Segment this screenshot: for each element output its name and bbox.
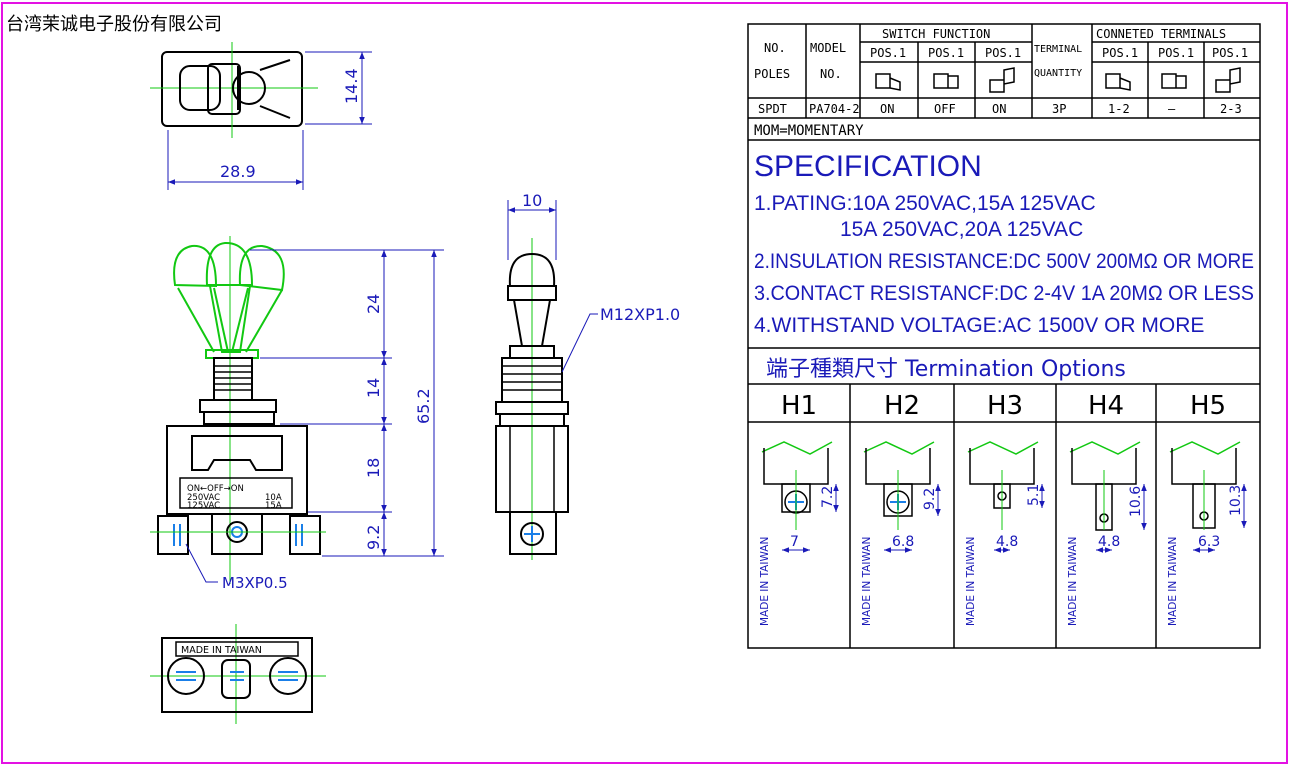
dim-9-2: 9.2 [364, 525, 383, 550]
row-conn1: 1-2 [1108, 102, 1130, 116]
spec-1b: 15A 250VAC,20A 125VAC [840, 218, 1083, 241]
row-model: PA704-2 [809, 102, 860, 116]
row-poles: SPDT [758, 102, 787, 116]
termination-option-h3: H3 5.1 4.8 MADE IN TAIWAN [965, 391, 1045, 626]
body-label-v1: 250VAC [187, 493, 220, 503]
made-in-taiwan-label: MADE IN TAIWAN [759, 537, 771, 626]
hdr-model-no: NO. [820, 67, 842, 81]
dim-28-9: 28.9 [167, 130, 304, 190]
row-pos2: OFF [934, 102, 956, 116]
company-name: 台湾茉诚电子股份有限公司 [6, 14, 222, 35]
dim-18: 18 [364, 458, 383, 478]
spec-text: SPECIFICATION 1.PATING:10A 250VAC,15A 12… [754, 150, 1254, 382]
spec-table [747, 23, 1261, 649]
dim-10-label: 10 [522, 191, 542, 210]
width-dim-label: 4.8 [996, 534, 1018, 550]
pos-1e: POS.1 [1158, 46, 1194, 60]
termination-option-h5: H5 10.3 6.3 MADE IN TAIWAN [1167, 391, 1247, 626]
terminal-outline [761, 441, 833, 455]
hdr-poles: POLES [754, 67, 790, 81]
option-name: H4 [1088, 391, 1124, 421]
pos-1f: POS.1 [1212, 46, 1248, 60]
height-dim-label: 10.6 [1128, 486, 1144, 517]
hdr-terminal: TERMINAL [1034, 44, 1082, 55]
terminal-outline [967, 441, 1039, 455]
row-pos1: ON [880, 102, 894, 116]
pos-1a: POS.1 [870, 46, 906, 60]
spec-table-text: NO. POLES MODEL NO. SWITCH FUNCTION TERM… [754, 27, 1248, 139]
made-in-taiwan-label: MADE IN TAIWAN [1167, 537, 1179, 626]
body-label-position: ON←OFF→ON [187, 484, 244, 494]
dim-height-label: 14.4 [342, 68, 361, 104]
terminal-outline [1069, 441, 1141, 455]
height-dim-label: 10.3 [1228, 485, 1244, 516]
terminal-outline [863, 441, 935, 455]
row-conn3: 2-3 [1220, 102, 1242, 116]
body-label-a1: 10A [265, 493, 282, 503]
made-in-taiwan-label: MADE IN TAIWAN [861, 537, 873, 626]
spec-title: SPECIFICATION [754, 150, 982, 183]
pos-1b: POS.1 [928, 46, 964, 60]
option-name: H1 [781, 391, 817, 421]
dim-10: 10 M12XP1.0 [507, 191, 680, 373]
thread-term-label: M3XP0.5 [222, 574, 288, 592]
pos-1c: POS.1 [985, 46, 1021, 60]
hdr-connected-terminals: CONNETED TERMINALS [1096, 27, 1226, 41]
terminal-outline [1169, 441, 1241, 455]
thread-main-label: M12XP1.0 [600, 305, 680, 324]
label-m3: M3XP0.5 [185, 543, 288, 592]
width-dim-label: 4.8 [1098, 534, 1120, 550]
dim-24: 24 [364, 294, 383, 314]
termination-options: H1 7.2 7 MADE IN TAIWAN H2 9.2 6.8 MADE IN TAIW… [759, 391, 1247, 626]
option-name: H5 [1190, 391, 1226, 421]
height-dim-label: 9.2 [922, 488, 938, 510]
spec-1a: 1.PATING:10A 250VAC,15A 125VAC [754, 192, 1096, 215]
body-label-a2: 15A [265, 501, 282, 511]
height-dim-label: 5.1 [1026, 484, 1042, 506]
width-dim-label: 6.8 [892, 534, 914, 550]
row-terminal-qty: 3P [1052, 102, 1066, 116]
hdr-model: MODEL [810, 41, 846, 55]
pos-1d: POS.1 [1102, 46, 1138, 60]
hdr-quantity: QUANTITY [1034, 68, 1082, 79]
bottom-view: MADE IN TAIWAN [150, 624, 326, 724]
hdr-switch-function: SWITCH FUNCTION [882, 27, 990, 41]
made-in-taiwan-label: MADE IN TAIWAN [965, 537, 977, 626]
option-name: H3 [987, 391, 1023, 421]
termination-title: 端子種類尺寸 Termination Options [766, 357, 1126, 382]
spec-2: 2.INSULATION RESISTANCE:DC 500V 200MΩ OR… [754, 250, 1254, 273]
dim-14-4: 14.4 [305, 51, 372, 125]
spec-3: 3.CONTACT RESISTANCF:DC 2-4V 1A 20MΩ OR … [754, 282, 1254, 305]
dim-width-label: 28.9 [220, 162, 256, 181]
dim-65-2: 65.2 [414, 388, 433, 424]
option-name: H2 [884, 391, 920, 421]
row-pos3: ON [992, 102, 1006, 116]
made-in-taiwan-label: MADE IN TAIWAN [1067, 537, 1079, 626]
body-label-v2: 125VAC [187, 501, 220, 511]
top-view [150, 42, 318, 138]
termination-option-h4: H4 10.6 4.8 MADE IN TAIWAN [1067, 391, 1147, 626]
width-dim-label: 7 [790, 534, 799, 550]
dim-front-stack: 24 14 18 9.2 65.2 [250, 249, 444, 557]
front-view: ON←OFF→ON 250VAC 125VAC 10A 15A [150, 236, 326, 584]
row-conn2: — [1168, 102, 1176, 116]
hdr-no: NO. [764, 41, 786, 55]
momentary-note: MOM=MOMENTARY [754, 123, 864, 139]
termination-option-h1: H1 7.2 7 MADE IN TAIWAN [759, 391, 839, 626]
termination-option-h2: H2 9.2 6.8 MADE IN TAIWAN [861, 391, 941, 626]
spec-4: 4.WITHSTAND VOLTAGE:AC 1500V OR MORE [754, 314, 1204, 337]
dim-14: 14 [364, 378, 383, 398]
side-view [495, 238, 569, 560]
height-dim-label: 7.2 [820, 486, 836, 508]
width-dim-label: 6.3 [1198, 534, 1220, 550]
bottom-made-in-taiwan: MADE IN TAIWAN [181, 645, 262, 656]
